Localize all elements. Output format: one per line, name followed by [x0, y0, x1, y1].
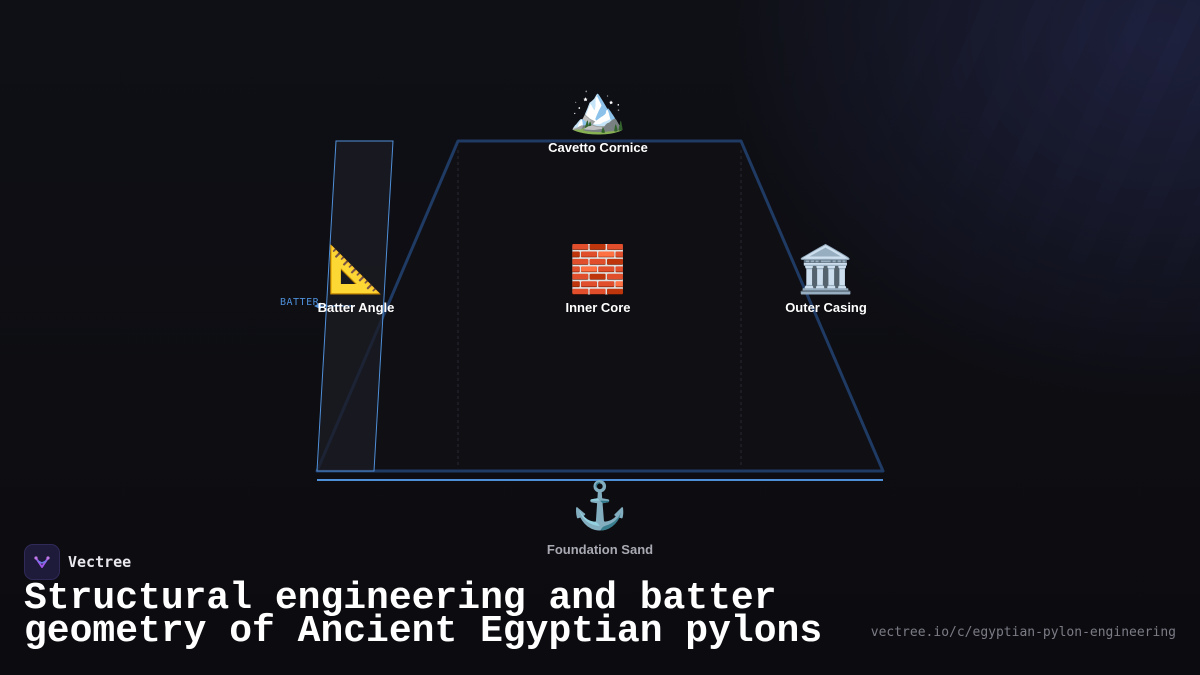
node-foundation-sand: ⚓ Foundation Sand	[500, 480, 700, 557]
triangular-ruler-icon: 📐	[327, 244, 385, 295]
node-cavetto-cornice: 🏔️ Cavetto Cornice	[498, 84, 698, 155]
node-inner-core: 🧱 Inner Core	[498, 244, 698, 315]
brand[interactable]: Vectree	[24, 544, 131, 580]
node-label: Inner Core	[565, 300, 631, 315]
vectree-logo-icon	[24, 544, 60, 580]
brand-name: Vectree	[68, 553, 132, 571]
node-batter-angle: 📐 Batter Angle	[256, 244, 456, 315]
node-label: Batter Angle	[317, 300, 395, 315]
vectree-logo-mark	[34, 556, 50, 568]
batter-arrow-head	[314, 302, 321, 310]
node-label: Foundation Sand	[546, 542, 654, 557]
page-title: Structural engineering and batter geomet…	[24, 577, 823, 653]
classical-building-icon: 🏛️	[797, 244, 855, 295]
anchor-icon: ⚓	[571, 480, 629, 531]
node-label: Outer Casing	[785, 300, 867, 315]
node-label: Cavetto Cornice	[548, 140, 648, 155]
batter-tag: BATTER	[280, 297, 320, 308]
node-outer-casing: 🏛️ Outer Casing	[726, 244, 926, 315]
brick-icon: 🧱	[569, 244, 627, 295]
source-url[interactable]: vectree.io/c/egyptian-pylon-engineering	[870, 625, 1176, 640]
mountain-icon: 🏔️	[569, 84, 627, 135]
